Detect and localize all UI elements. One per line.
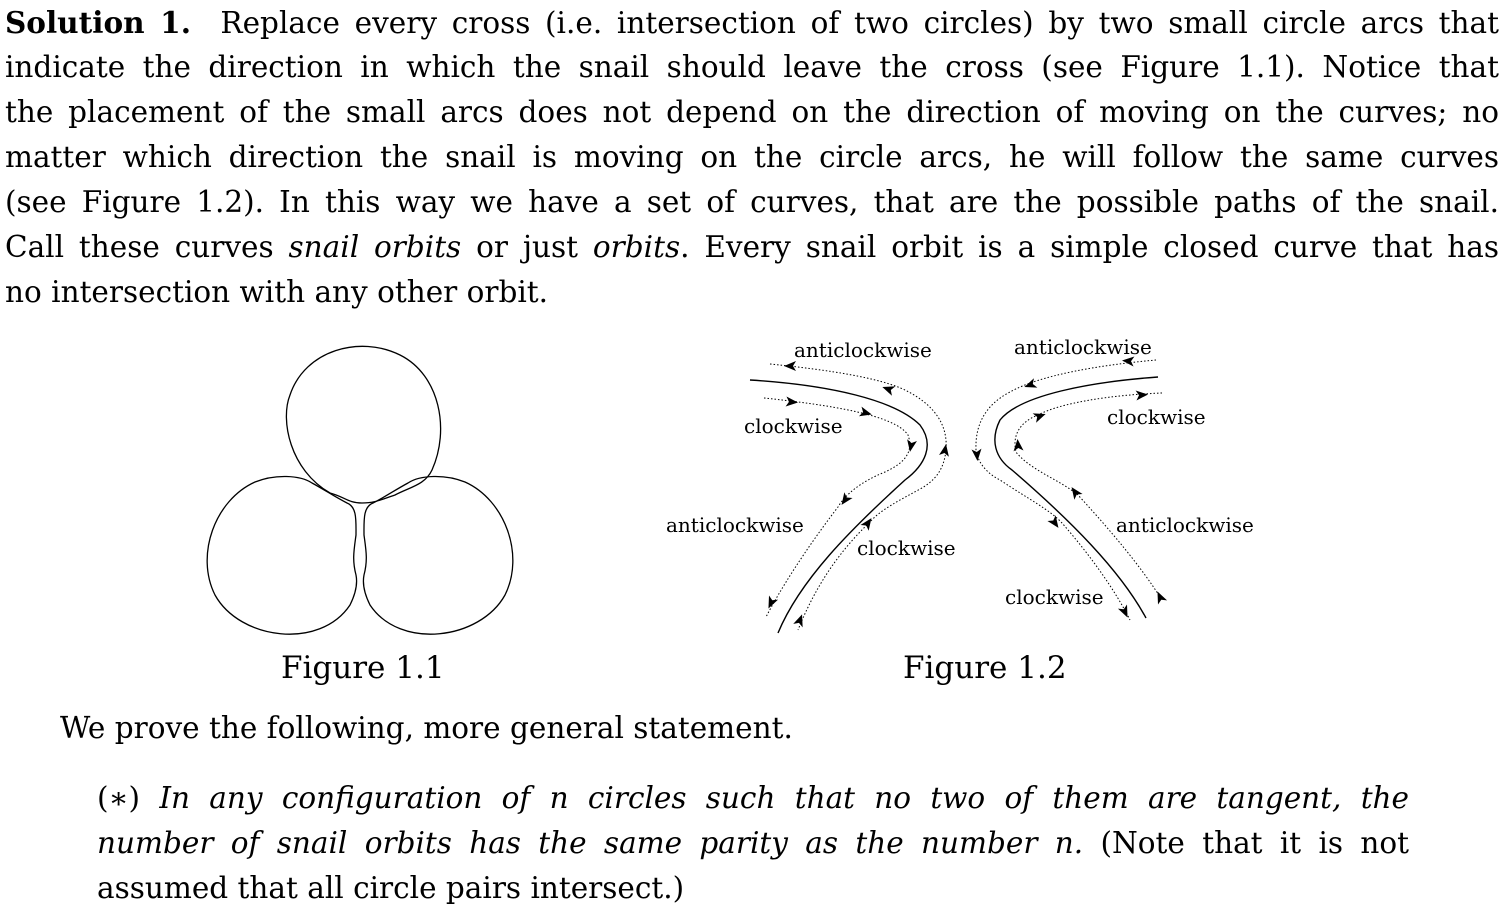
text-line: indicate the direction in which the snai… (5, 50, 1499, 84)
arrowhead-icon (971, 448, 982, 461)
term-orbits: orbits (592, 230, 681, 264)
text-span: Replace every cross (i.e. intersection o… (220, 6, 1499, 40)
solution-heading: Solution 1. (5, 5, 191, 40)
star-marker: (∗) (97, 781, 160, 815)
circle-arc-left (749, 379, 928, 634)
text-line: (∗) In any configuration of n circles su… (97, 776, 1409, 821)
figure-1-1-caption: Figure 1.1 (281, 650, 445, 686)
orbit-path-right-outer (975, 359, 1157, 621)
arrowhead-icon (768, 595, 779, 609)
text-span: In any configuration of n circles such t… (159, 781, 1410, 815)
arrowhead-icon (1024, 378, 1038, 388)
text-span: or just (461, 230, 593, 264)
orbit-bottom-right (362, 475, 514, 635)
arrowhead-icon (1117, 604, 1128, 618)
arrowhead-icon (793, 614, 803, 628)
figure-1-2 (749, 356, 1168, 634)
label-anticlockwise: anticlockwise (1014, 335, 1152, 359)
term-snail-orbits: snail orbits (288, 230, 462, 264)
figure-1-2-labels: anticlockwise clockwise anticlockwise cl… (666, 335, 1254, 609)
arrowhead-icon (841, 492, 853, 505)
text-line: the placement of the small arcs does not… (5, 95, 1499, 129)
circle-arc-right (994, 376, 1159, 619)
label-clockwise: clockwise (1005, 585, 1104, 609)
arrowhead-icon (882, 386, 896, 396)
arrowheads (768, 356, 1168, 628)
text-span: . Every snail orbit is a simple closed c… (680, 230, 1499, 264)
text-line: assumed that all circle pairs intersect.… (97, 871, 685, 905)
label-anticlockwise: anticlockwise (1116, 513, 1254, 537)
arrowhead-icon (1157, 591, 1168, 605)
arrowhead-icon (1135, 390, 1148, 401)
text-span: number of snail orbits has the same pari… (97, 826, 1084, 860)
text-line: (see Figure 1.2). In this way we have a … (5, 185, 1499, 219)
arrowhead-icon (907, 439, 917, 452)
orbit-path-left-outer (769, 363, 947, 631)
arrowhead-icon (1047, 515, 1059, 528)
text-line: matter which direction the snail is movi… (5, 140, 1499, 174)
arrowhead-icon (1013, 439, 1024, 452)
text-line: no intersection with any other orbit. (5, 275, 549, 309)
orbit-bottom-left (206, 475, 358, 635)
arrowhead-icon (1071, 487, 1083, 500)
arrowhead-icon (858, 406, 872, 417)
text-span: (Note that it is not (1083, 826, 1409, 860)
text-line: Solution 1. Replace every cross (i.e. in… (5, 0, 1499, 46)
label-clockwise: clockwise (1107, 405, 1206, 429)
text-line: Call these curves snail orbits or just o… (5, 225, 1499, 270)
label-clockwise: clockwise (744, 414, 843, 438)
statement-intro: We prove the following, more general sta… (60, 711, 793, 745)
figure-1-2-caption: Figure 1.2 (903, 650, 1067, 686)
arrowhead-icon (860, 518, 872, 531)
arrowhead-icon (1122, 356, 1135, 367)
label-anticlockwise: anticlockwise (794, 338, 932, 362)
text-span: Call these curves (5, 230, 289, 264)
arrowhead-icon (939, 444, 949, 457)
orbit-top (285, 345, 442, 504)
orbit-path-left-inner (763, 397, 911, 618)
label-clockwise: clockwise (857, 536, 956, 560)
arrowhead-icon (785, 396, 798, 407)
label-anticlockwise: anticlockwise (666, 513, 804, 537)
arrowhead-icon (784, 361, 796, 371)
text-line: number of snail orbits has the same pari… (97, 821, 1409, 866)
figure-1-1 (206, 345, 514, 635)
arrowhead-icon (1032, 413, 1046, 423)
